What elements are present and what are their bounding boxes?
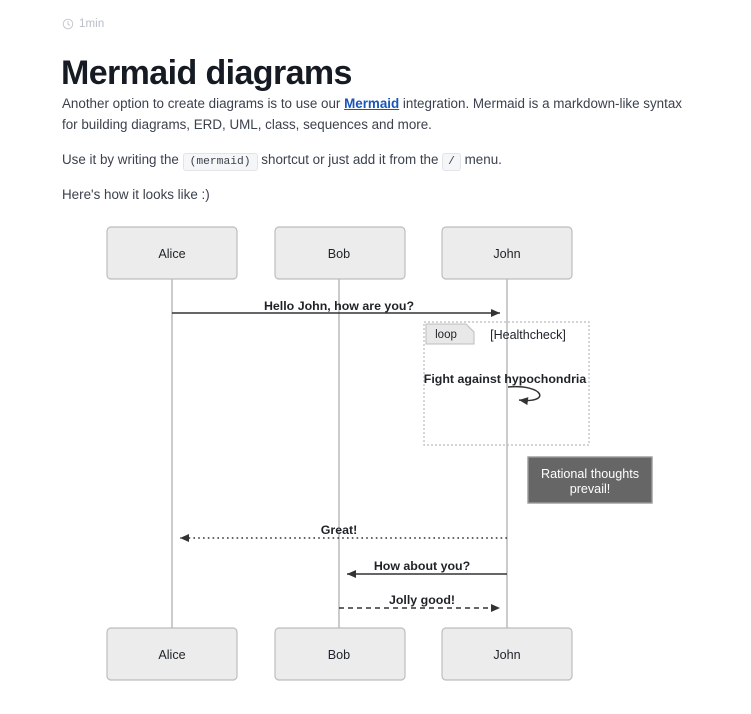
loop-condition-label: [Healthcheck] — [490, 328, 566, 342]
paragraph-intro-text-after: integration. Mermaid is a markdown-like … — [62, 96, 682, 132]
slash-menu-chip: / — [442, 153, 461, 171]
mermaid-link[interactable]: Mermaid — [344, 96, 400, 111]
actor-label: John — [493, 648, 520, 662]
paragraph-preview-lead: Here's how it looks like :) — [62, 187, 210, 202]
actor-box-bob-top[interactable]: Bob — [274, 226, 406, 280]
actor-label: Alice — [158, 247, 185, 261]
reading-time-meta: 1min — [62, 18, 104, 30]
paragraph-usage: Use it by writing the (mermaid) shortcut… — [62, 149, 687, 173]
actor-box-alice-top[interactable]: Alice — [106, 226, 238, 280]
message-label: Fight against hypochondria — [424, 372, 587, 386]
actor-label: Alice — [158, 648, 185, 662]
message-great: Great! — [180, 523, 507, 542]
actor-box-john-bottom[interactable]: John — [441, 627, 573, 681]
lifeline-group — [171, 279, 508, 629]
message-label: Jolly good! — [389, 593, 455, 607]
clock-icon — [62, 18, 74, 30]
message-how-about-you: How about you? — [347, 559, 507, 578]
note-line-2: prevail! — [570, 482, 611, 496]
note-rational-thoughts: Rational thoughts prevail! — [527, 456, 653, 504]
loop-frame: loop [Healthcheck] — [423, 321, 590, 446]
actor-boxes-top[interactable]: Alice Bob John — [106, 226, 573, 280]
paragraph-usage-text-a: Use it by writing the — [62, 152, 183, 167]
actor-boxes-bottom[interactable]: Alice Bob John — [106, 627, 573, 681]
actor-label: John — [493, 247, 520, 261]
message-label: How about you? — [374, 559, 470, 573]
paragraph-usage-text-b: shortcut or just add it from the — [257, 152, 443, 167]
loop-tag-label: loop — [435, 329, 457, 341]
message-label: Hello John, how are you? — [264, 299, 414, 313]
page-title: Mermaid diagrams — [61, 53, 352, 92]
message-jolly-good: Jolly good! — [339, 593, 500, 612]
mermaid-shortcut-chip: (mermaid) — [182, 153, 258, 171]
actor-box-alice-bottom[interactable]: Alice — [106, 627, 238, 681]
actor-box-bob-bottom[interactable]: Bob — [274, 627, 406, 681]
paragraph-intro-text-before: Another option to create diagrams is to … — [62, 96, 345, 111]
reading-time-label: 1min — [79, 18, 105, 30]
note-line-1: Rational thoughts — [541, 467, 639, 481]
actor-label: Bob — [328, 648, 350, 662]
message-hello-john: Hello John, how are you? — [172, 299, 500, 317]
actor-box-john-top[interactable]: John — [441, 226, 573, 280]
paragraph-intro: Another option to create diagrams is to … — [62, 93, 687, 135]
actor-label: Bob — [328, 247, 350, 261]
message-fight-hypochondria: Fight against hypochondria — [424, 372, 587, 406]
message-label: Great! — [321, 523, 358, 537]
paragraph-usage-text-c: menu. — [460, 152, 502, 167]
